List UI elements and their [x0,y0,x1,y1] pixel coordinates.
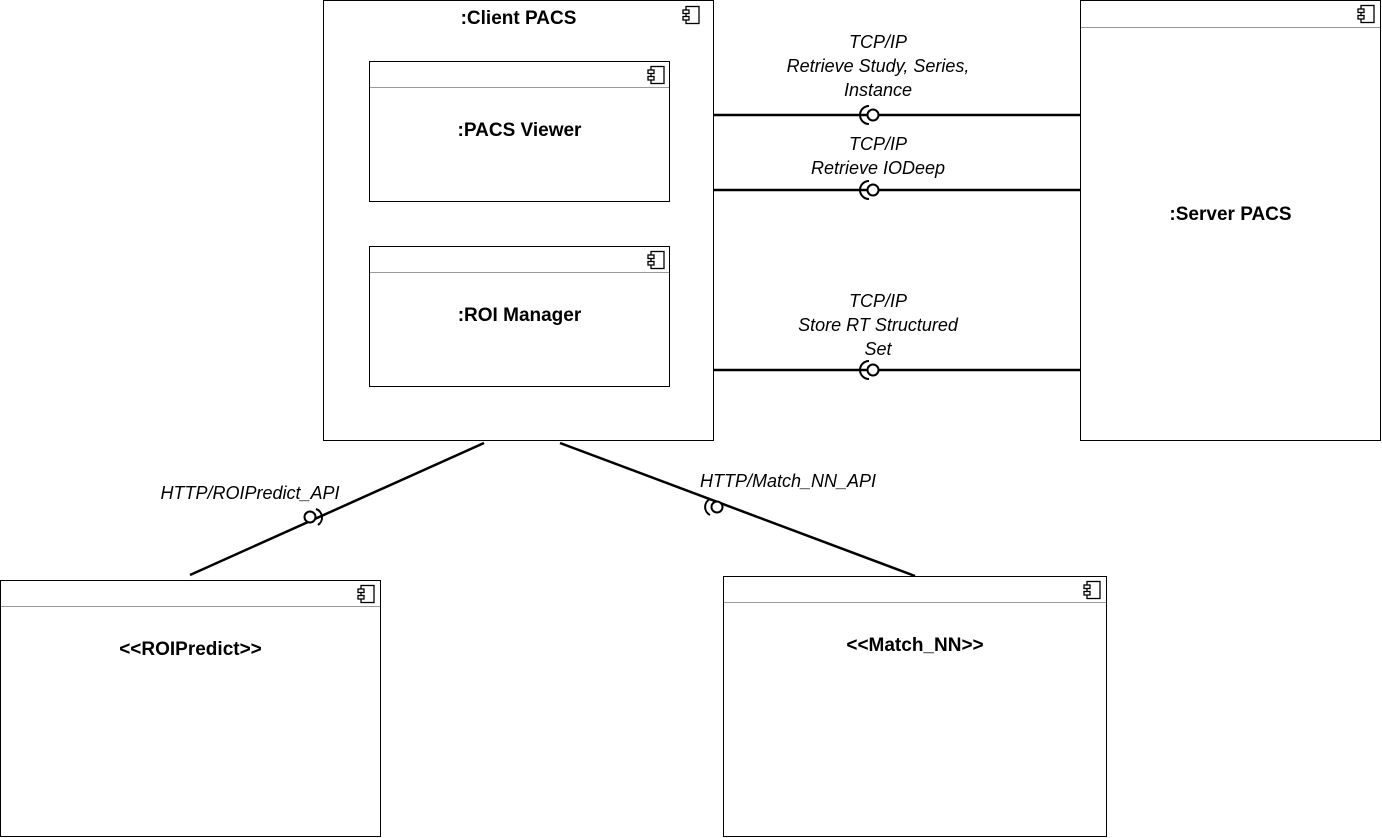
pacs-viewer-component[interactable]: :PACS Viewer [369,61,670,202]
server-pacs-title: :Server PACS [1169,204,1292,225]
client-pacs-component[interactable]: :Client PACS :PACS Viewer :ROI Manager [323,0,714,441]
server-pacs-component[interactable]: :Server PACS [1080,0,1381,441]
connector-match-nn [559,441,916,578]
store-rt-operation-cont: Set [864,339,892,359]
store-rt-label: TCP/IP Store RT Structured Set [758,289,998,361]
component-icon [647,65,665,85]
roipredict-component[interactable]: <<ROIPredict>> [0,580,381,837]
component-icon [1357,4,1375,24]
match-nn-header [724,577,1106,603]
roi-manager-component[interactable]: :ROI Manager [369,246,670,387]
match-nn-component[interactable]: <<Match_NN>> [723,576,1107,837]
server-pacs-header [1081,1,1380,28]
component-icon [647,250,665,270]
retrieve-iodeep-label: TCP/IP Retrieve IODeep [758,132,998,180]
component-icon [1083,580,1101,600]
retrieve-study-protocol: TCP/IP [848,32,907,52]
match-nn-api-label: HTTP/Match_NN_API [699,471,877,491]
component-icon [357,584,375,604]
interface-roipredict-icon [303,508,323,526]
interface-retrieve-study-icon [859,105,880,125]
interface-retrieve-iodeep-icon [859,180,880,200]
retrieve-iodeep-protocol: TCP/IP [848,134,907,154]
retrieve-study-operation: Retrieve Study, Series, [786,56,970,76]
interface-store-rt-icon [859,360,880,380]
roi-manager-title: :ROI Manager [457,305,582,326]
roipredict-api-label: HTTP/ROIPredict_API [160,483,340,503]
retrieve-study-label: TCP/IP Retrieve Study, Series, Instance [758,30,998,102]
interface-match-nn-icon [704,498,724,516]
pacs-viewer-title: :PACS Viewer [457,120,582,141]
pacs-viewer-header [370,62,669,88]
roi-manager-header [370,247,669,273]
component-icon [682,5,700,25]
store-rt-protocol: TCP/IP [848,291,907,311]
connector-roipredict [189,441,485,577]
roipredict-title: <<ROIPredict>> [119,639,262,660]
retrieve-study-operation-cont: Instance [843,80,913,100]
retrieve-iodeep-operation: Retrieve IODeep [810,158,946,178]
roipredict-header [1,581,380,607]
match-nn-title: <<Match_NN>> [846,635,984,656]
store-rt-operation: Store RT Structured [798,315,958,335]
client-pacs-title: :Client PACS [460,8,577,29]
